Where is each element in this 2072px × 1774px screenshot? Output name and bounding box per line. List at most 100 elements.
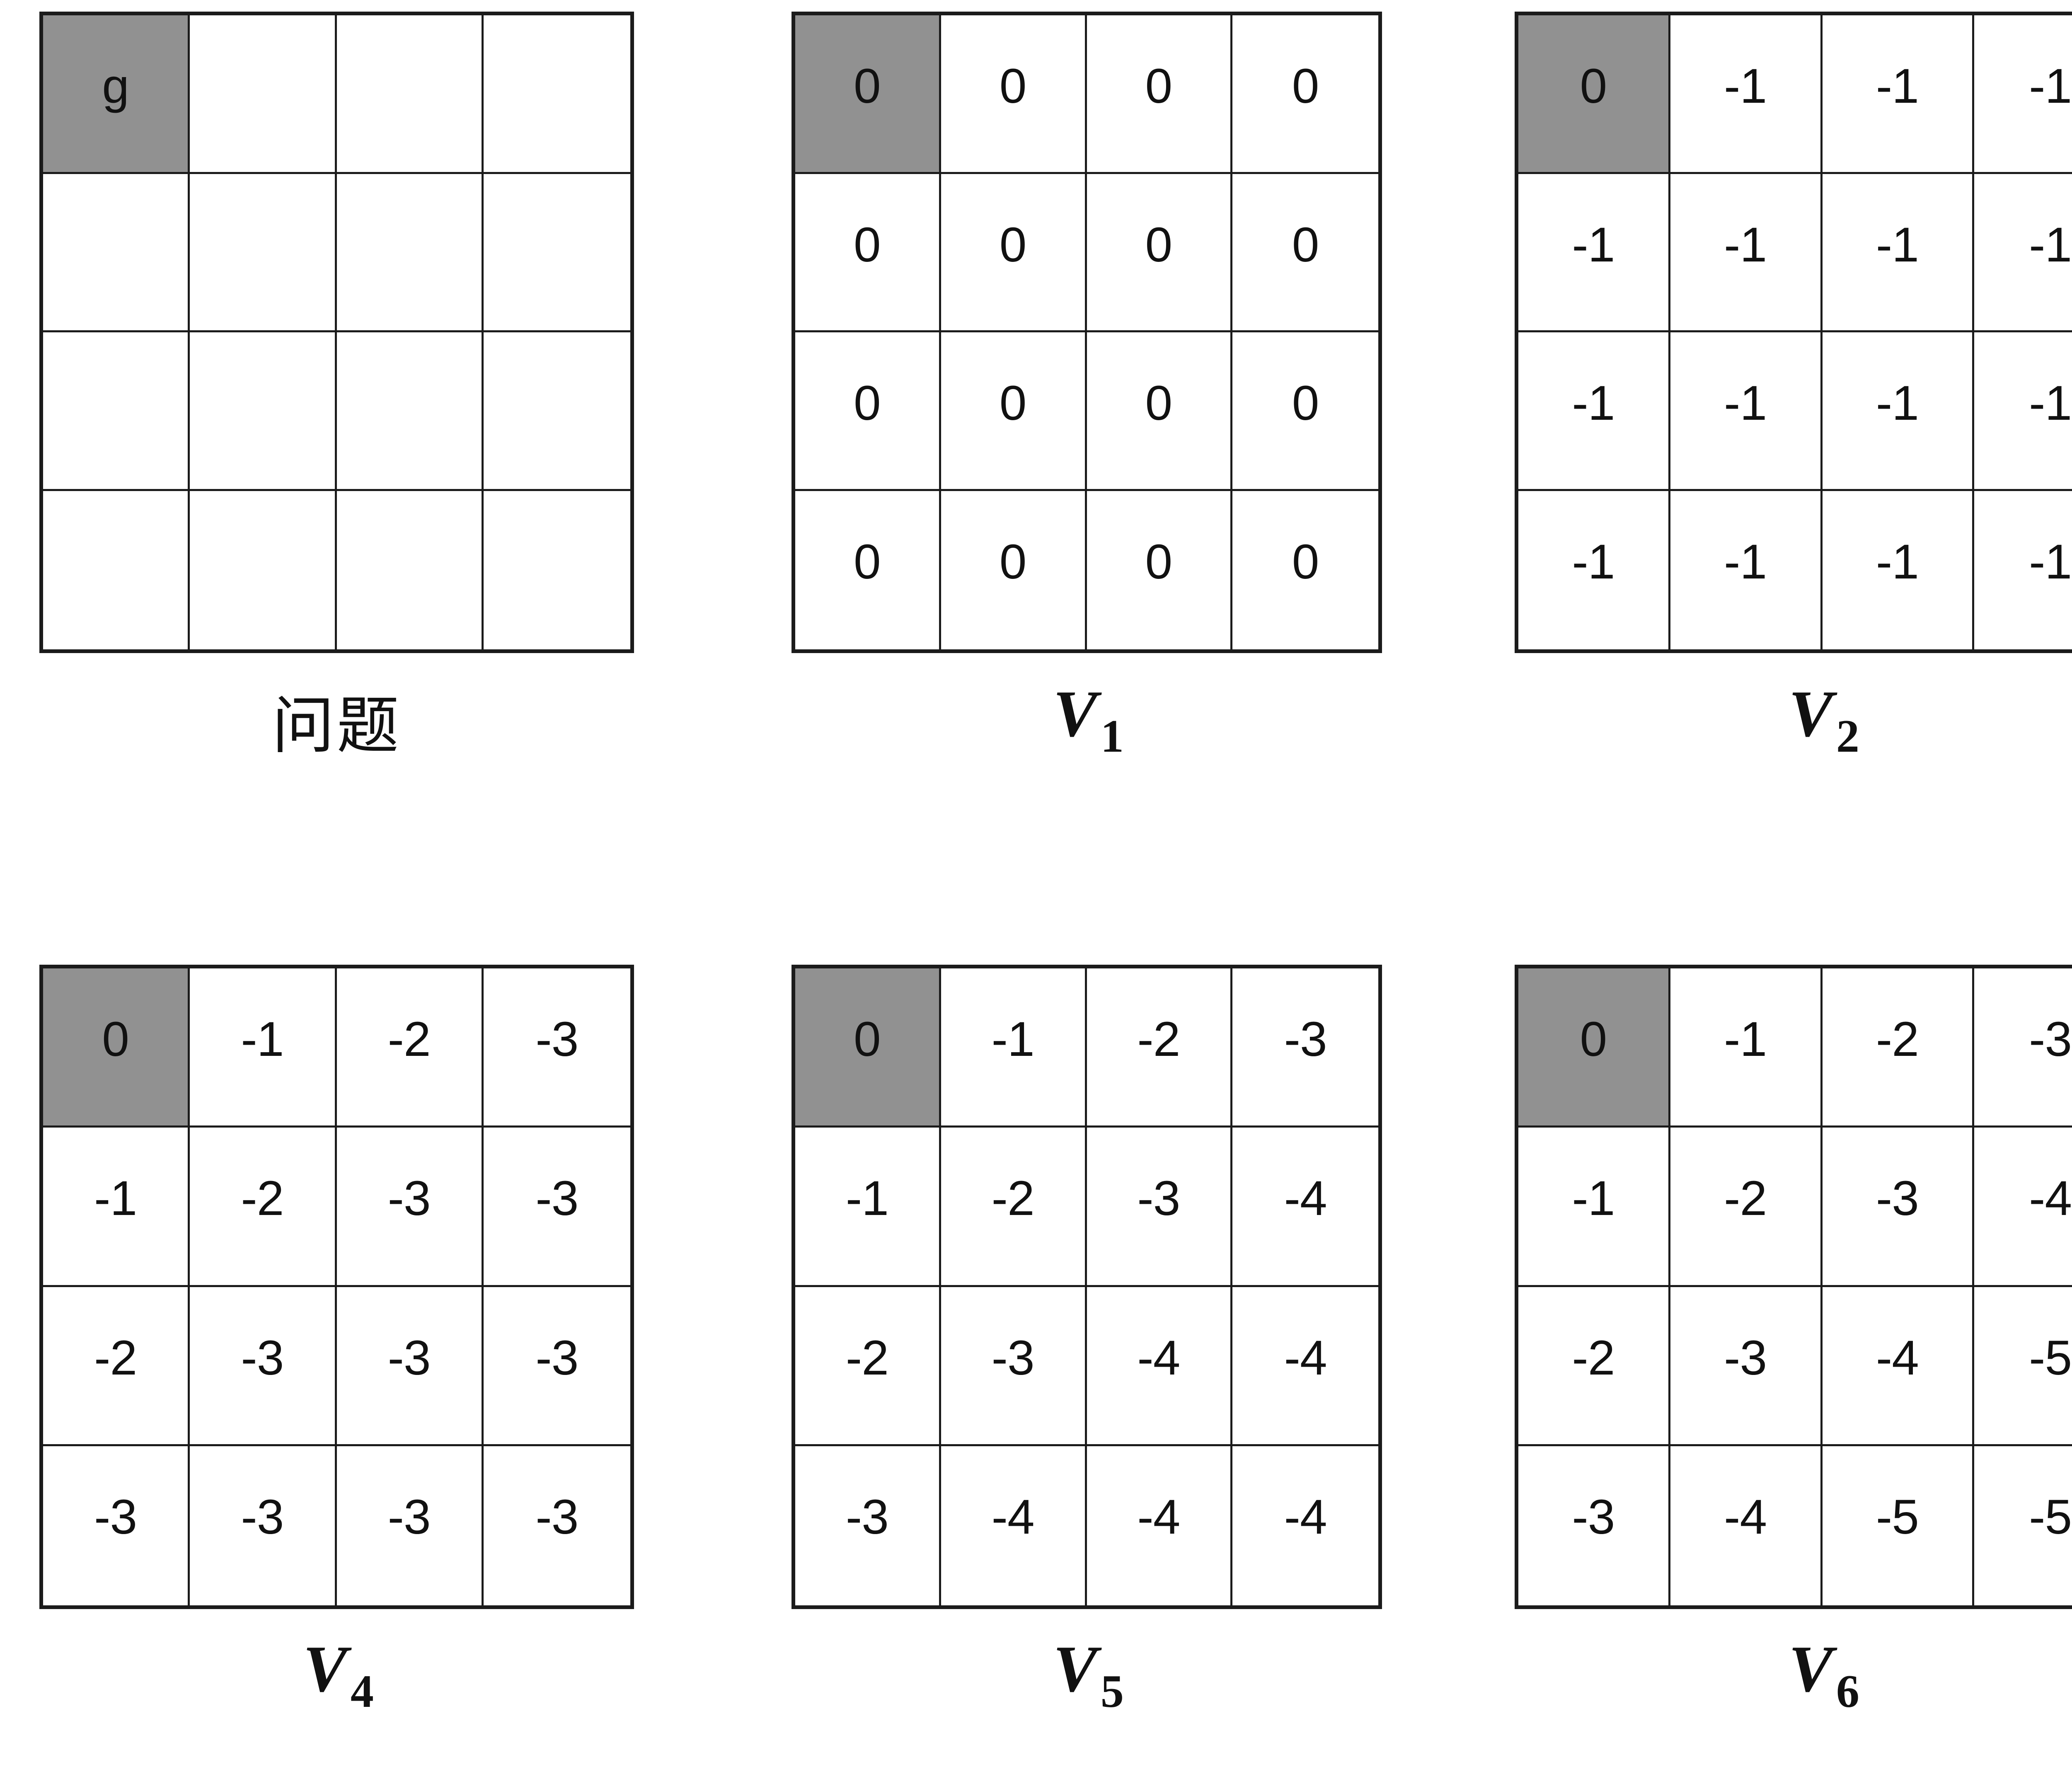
panel-caption-v2: V2: [1515, 675, 2072, 762]
cell-value: -1: [845, 1171, 889, 1226]
grid-cell: [43, 332, 190, 491]
grid-cell: -4: [1822, 1287, 1975, 1446]
caption-symbol: V: [1789, 1632, 1833, 1706]
cell-value: -2: [1876, 1012, 1919, 1067]
grid-cell: -1: [1974, 174, 2072, 332]
cell-value: -3: [1572, 1489, 1615, 1544]
grid-cell: -1: [1670, 15, 1823, 174]
grid-cell: -4: [941, 1446, 1087, 1605]
cell-value: -1: [1572, 376, 1615, 431]
caption-symbol: V: [1789, 677, 1833, 750]
cell-value: 0: [1292, 376, 1319, 431]
panel-caption-v5: V5: [792, 1631, 1382, 1717]
cell-value: -1: [1724, 59, 1767, 114]
grid-cell: -1: [1974, 15, 2072, 174]
value-grid-v5: 0-1-2-3-1-2-3-4-2-3-4-4-3-4-4-4: [792, 965, 1382, 1609]
cell-value: -2: [1137, 1012, 1180, 1067]
grid-cell-goal: 0: [1518, 968, 1670, 1128]
grid-cell: -4: [1232, 1128, 1378, 1287]
grid-cell: [483, 15, 630, 174]
cell-value: 0: [1292, 217, 1319, 272]
cell-value: -2: [1724, 1171, 1767, 1226]
cell-value: -2: [94, 1330, 137, 1385]
cell-value: -1: [1876, 376, 1919, 431]
cell-value: -3: [1724, 1330, 1767, 1385]
grid-cell-goal: 0: [1518, 15, 1670, 174]
cell-value: -1: [94, 1171, 137, 1226]
grid-cell: [483, 174, 630, 332]
grid-cell: [336, 491, 484, 649]
grid-cell: 0: [795, 174, 941, 332]
value-grid-v4: 0-1-2-3-1-2-3-3-2-3-3-3-3-3-3-3: [39, 965, 634, 1609]
grid-cell: 0: [941, 174, 1087, 332]
grid-cell: [43, 491, 190, 649]
grid-cell: -1: [1822, 491, 1975, 649]
grid-cell: -5: [1974, 1446, 2072, 1605]
cell-value: -1: [1724, 1012, 1767, 1067]
grid-cell: -3: [483, 968, 630, 1128]
cell-value: 0: [854, 59, 881, 114]
grid-cell: -3: [483, 1446, 630, 1605]
value-grid-v2: 0-1-1-1-1-1-1-1-1-1-1-1-1-1-1-1: [1515, 12, 2072, 653]
grid-cell: [190, 332, 337, 491]
grid-cell: -1: [1822, 15, 1975, 174]
cell-value: -1: [2029, 534, 2072, 589]
cell-value: -3: [845, 1489, 889, 1544]
grid-cell-goal: 0: [795, 968, 941, 1128]
cell-value: -1: [2029, 376, 2072, 431]
cell-value: -2: [991, 1171, 1035, 1226]
cell-value: -1: [1572, 534, 1615, 589]
grid-cell-goal: g: [43, 15, 190, 174]
value-grid-v6: 0-1-2-3-1-2-3-4-2-3-4-5-3-4-5-5: [1515, 965, 2072, 1609]
cell-value: 0: [999, 376, 1027, 431]
grid-cell: 0: [1087, 174, 1233, 332]
grid-cell: 0: [941, 332, 1087, 491]
grid-cell: -3: [336, 1446, 484, 1605]
cell-value: -3: [991, 1330, 1035, 1385]
cell-value: -3: [535, 1330, 579, 1385]
cell-value: -1: [1572, 217, 1615, 272]
cell-value: 0: [1145, 217, 1173, 272]
cell-value: 0: [1580, 1012, 1607, 1067]
grid-cell: -4: [1670, 1446, 1823, 1605]
cell-value: -2: [241, 1171, 284, 1226]
cell-value: -3: [387, 1489, 431, 1544]
cell-value: -3: [94, 1489, 137, 1544]
caption-subscript: 6: [1836, 1666, 1859, 1717]
grid-cell: -1: [43, 1128, 190, 1287]
grid-cell: 0: [1087, 491, 1233, 649]
grid-cell: -1: [1518, 174, 1670, 332]
value-grid-problem: g: [39, 12, 634, 653]
caption-symbol: V: [1053, 1632, 1097, 1706]
grid-cell: -1: [1822, 332, 1975, 491]
panel-caption-v6: V6: [1515, 1631, 2072, 1717]
cell-value: -4: [2029, 1171, 2072, 1226]
grid-cell: -3: [190, 1446, 337, 1605]
grid-cell: -2: [1670, 1128, 1823, 1287]
cell-value: -4: [1284, 1330, 1327, 1385]
cell-value: -1: [1876, 59, 1919, 114]
grid-cell: -3: [1822, 1128, 1975, 1287]
grid-cell: [190, 15, 337, 174]
grid-cell: -2: [1087, 968, 1233, 1128]
grid-cell: -1: [1974, 332, 2072, 491]
grid-cell: -3: [1974, 968, 2072, 1128]
grid-cell: [336, 174, 484, 332]
grid-cell: -1: [1670, 491, 1823, 649]
cell-value: -2: [1572, 1330, 1615, 1385]
cell-value: 0: [854, 376, 881, 431]
grid-cell: -2: [795, 1287, 941, 1446]
grid-cell: [483, 491, 630, 649]
cell-value: 0: [1292, 534, 1319, 589]
grid-cell: -2: [1518, 1287, 1670, 1446]
cell-value: -4: [1876, 1330, 1919, 1385]
grid-cell: -1: [1518, 491, 1670, 649]
cell-value: -3: [2029, 1012, 2072, 1067]
grid-cell-goal: 0: [43, 968, 190, 1128]
grid-cell: -1: [1518, 332, 1670, 491]
grid-cell: -5: [1822, 1446, 1975, 1605]
